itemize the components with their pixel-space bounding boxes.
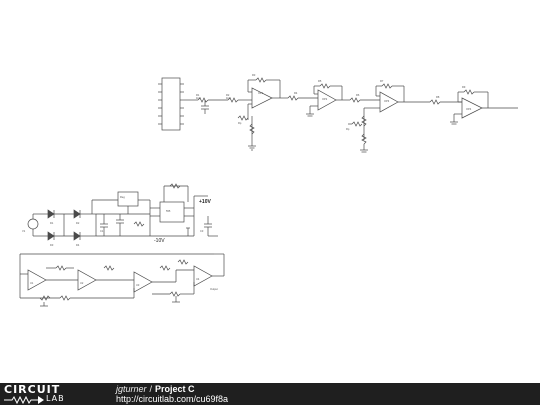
svg-text:D2: D2 [76, 221, 80, 225]
svg-text:555: 555 [166, 209, 171, 213]
logo-text-top: CIRCUIT [4, 383, 61, 396]
upper-signal-chain [158, 77, 518, 153]
breadcrumb-project[interactable]: Project C [155, 384, 195, 394]
supply-label-pos: +10V [199, 199, 211, 205]
footer-bar: CIRCUIT LAB jgturner/Project C http://ci… [0, 383, 540, 405]
svg-text:V1: V1 [22, 229, 26, 233]
svg-text:1kΩ: 1kΩ [226, 96, 231, 100]
supply-label-neg: -10V [154, 238, 165, 244]
svg-text:OP3: OP3 [384, 99, 390, 103]
breadcrumb: jgturner/Project C [116, 384, 195, 394]
opamp-6 [77, 269, 97, 291]
svg-text:R9: R9 [462, 85, 466, 89]
timer-ic [159, 201, 185, 223]
svg-text:U2: U2 [80, 281, 84, 285]
opamp-4 [461, 97, 483, 119]
svg-text:R2: R2 [226, 93, 230, 97]
logo-resistor-icon [4, 395, 44, 404]
circuitlab-logo[interactable]: CIRCUIT LAB [4, 384, 92, 404]
opamp-1 [251, 87, 273, 109]
svg-text:U1: U1 [30, 281, 34, 285]
svg-text:R4: R4 [294, 91, 298, 95]
lower-circuit [19, 183, 225, 307]
breadcrumb-separator: / [149, 384, 153, 394]
svg-text:Rp: Rp [346, 127, 350, 131]
svg-text:U3: U3 [136, 283, 140, 287]
opamp-3 [379, 91, 399, 113]
svg-text:C3: C3 [200, 229, 204, 233]
svg-text:U4: U4 [196, 277, 200, 281]
svg-text:OP4: OP4 [466, 107, 472, 111]
svg-text:D3: D3 [50, 243, 54, 247]
svg-text:R3: R3 [252, 73, 256, 77]
regulator [117, 191, 139, 207]
svg-text:OP1: OP1 [258, 91, 264, 95]
opamp-5 [27, 269, 47, 291]
svg-text:Reg: Reg [120, 195, 125, 199]
opamp-2 [317, 89, 337, 111]
svg-text:R6: R6 [356, 93, 360, 97]
svg-text:R7: R7 [380, 79, 384, 83]
logo-text-bottom: LAB [46, 394, 65, 403]
svg-text:R5: R5 [318, 79, 322, 83]
ic-block-left [161, 77, 181, 131]
opamp-8 [193, 265, 213, 287]
opamp-7 [133, 271, 153, 293]
breadcrumb-user[interactable]: jgturner [116, 384, 147, 394]
project-url-link[interactable]: http://circuitlab.com/cu69f8a [116, 394, 229, 404]
svg-text:1kΩ: 1kΩ [196, 96, 201, 100]
svg-text:R8: R8 [436, 95, 440, 99]
svg-text:OP2: OP2 [322, 97, 328, 101]
voltage-source [27, 218, 39, 230]
svg-text:R1: R1 [196, 93, 200, 97]
svg-text:D4: D4 [76, 243, 80, 247]
svg-text:C1: C1 [100, 229, 104, 233]
svg-text:Output: Output [210, 287, 218, 291]
svg-text:Rp: Rp [238, 121, 242, 125]
svg-text:D1: D1 [50, 221, 54, 225]
